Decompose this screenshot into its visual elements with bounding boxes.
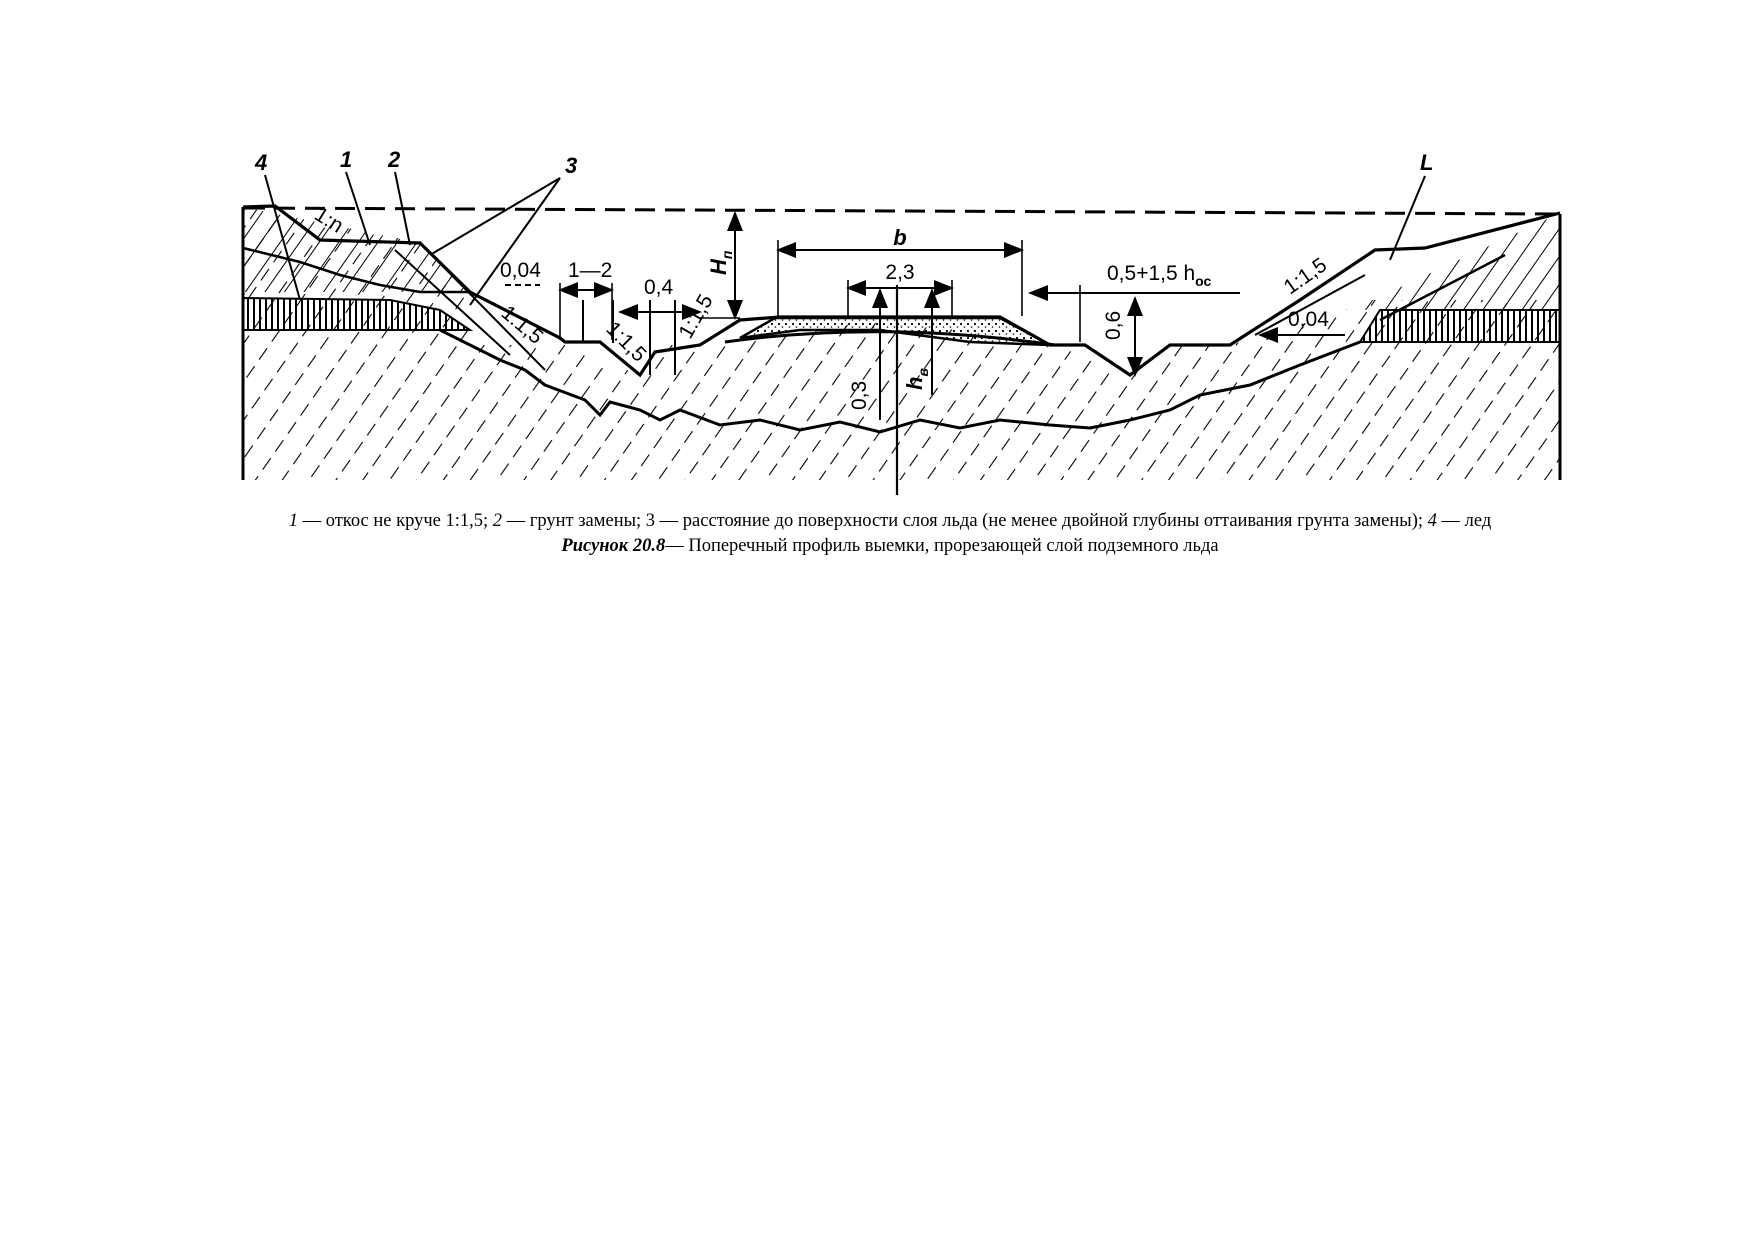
- figure-caption: Рисунок 20.8— Поперечный профиль выемки,…: [561, 536, 1219, 556]
- cross-section-diagram: b 2,3 0,3 hв Hп 0,04 1—2 0,4 0,5+1,5 hос…: [241, 147, 1562, 495]
- figure-legend: 1 — откос не круче 1:1,5; 2 — грунт заме…: [288, 511, 1492, 531]
- dim-hn-label: Hп: [706, 250, 735, 275]
- dim-right-formula-label: 0,5+1,5 hос: [1107, 262, 1212, 289]
- callout-L: L: [1420, 150, 1433, 175]
- top-dashed-line: [244, 206, 1561, 216]
- ground-body: [243, 207, 1560, 480]
- callout-1: 1: [340, 147, 352, 172]
- callout-2: 2: [387, 147, 401, 172]
- callout-4: 4: [254, 150, 267, 175]
- callout-3: 3: [565, 153, 577, 178]
- dim-2-3-label: 2,3: [885, 261, 914, 284]
- dim-1-2-label: 1—2: [568, 259, 612, 282]
- excavation-void: [243, 150, 1560, 375]
- dim-0-04-right-label: 0,04: [1288, 308, 1329, 331]
- dim-0-04-left-label: 0,04: [500, 259, 541, 282]
- ice-surface-boundary: [439, 328, 1361, 434]
- dim-hv-label: hв: [902, 368, 931, 390]
- dim-0-3-label: 0,3: [848, 381, 871, 410]
- dim-0-4-label: 0,4: [644, 276, 674, 299]
- dim-0-6-label: 0,6: [1102, 311, 1125, 340]
- left-cap-layer: [243, 207, 470, 292]
- dim-b-label: b: [893, 225, 906, 250]
